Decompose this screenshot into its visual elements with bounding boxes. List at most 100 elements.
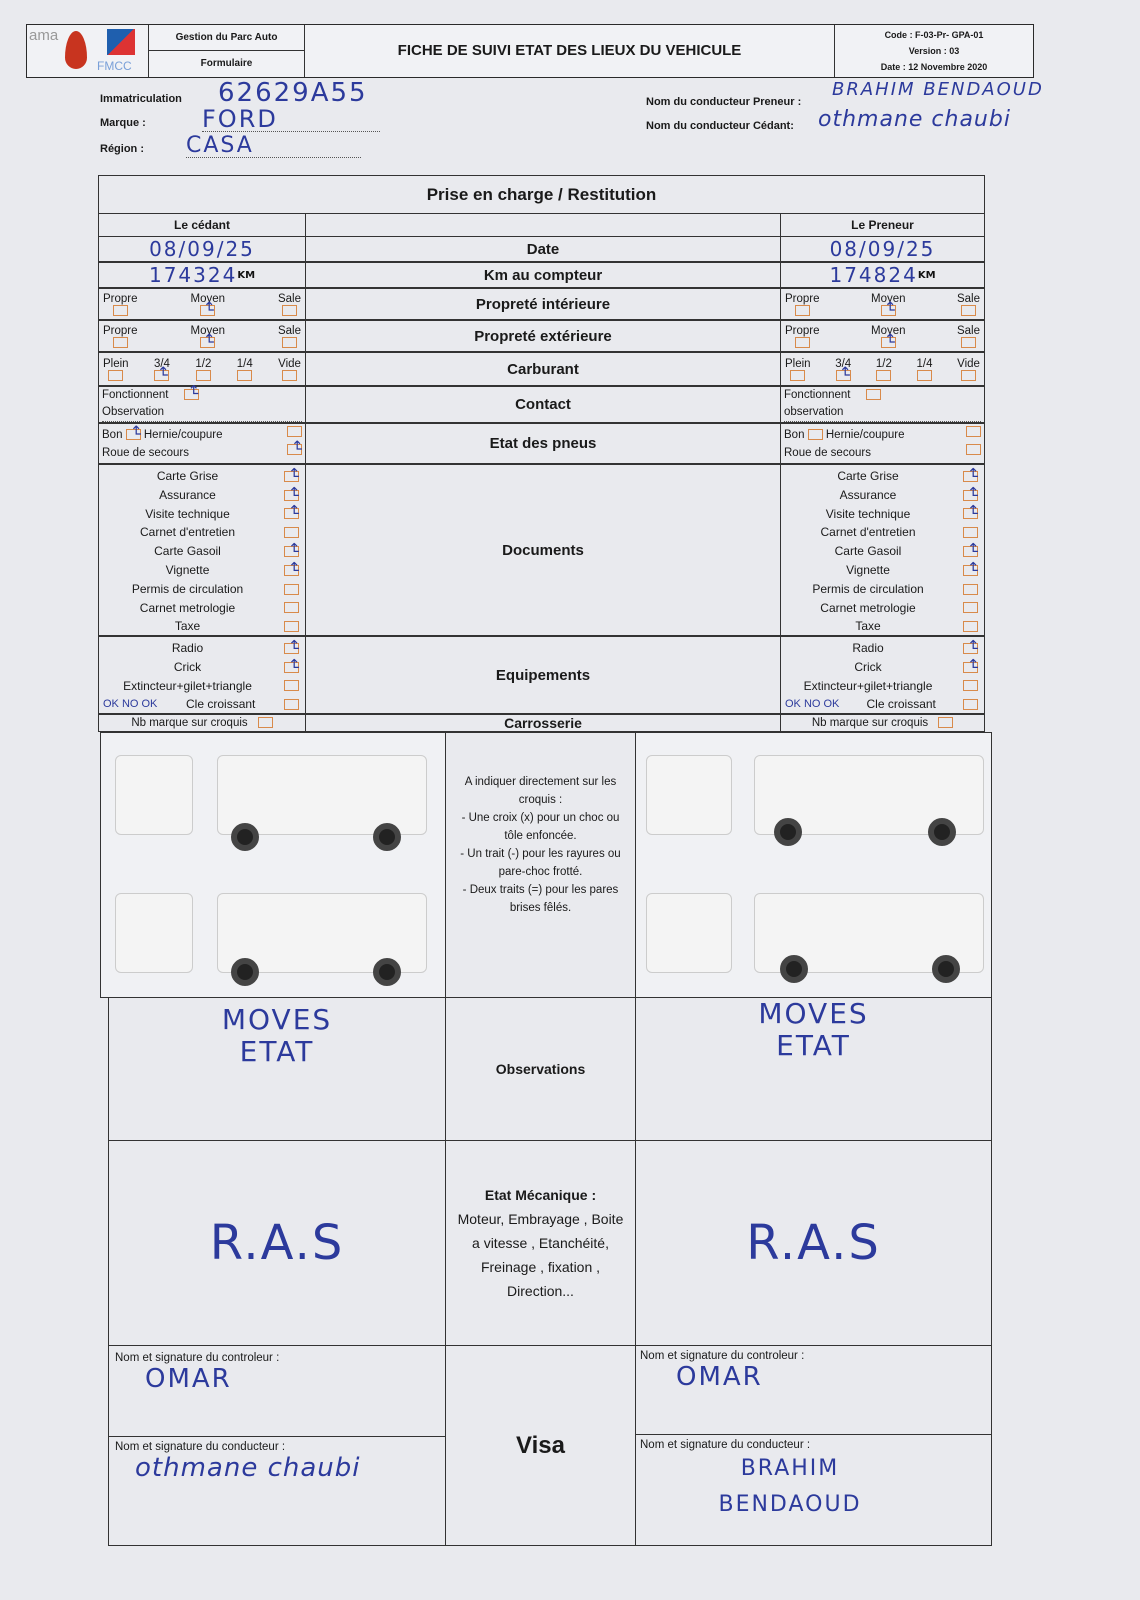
option-Moyen[interactable]: Moyen xyxy=(871,293,906,316)
ctrl-label: Nom et signature du controleur : xyxy=(640,1350,805,1362)
option-Plein[interactable]: Plein xyxy=(785,358,811,381)
checkbox[interactable] xyxy=(200,304,216,316)
option-1/2[interactable]: 1/2 xyxy=(195,358,211,381)
checkbox[interactable] xyxy=(281,304,297,316)
checkbox[interactable] xyxy=(284,661,299,673)
option-Sale[interactable]: Sale xyxy=(957,293,980,316)
option-Plein[interactable]: Plein xyxy=(103,358,129,381)
checkbox[interactable] xyxy=(963,546,978,558)
flag-icon xyxy=(107,29,135,55)
checkbox[interactable] xyxy=(963,621,978,633)
option-Propre[interactable]: Propre xyxy=(103,325,138,348)
checkbox[interactable] xyxy=(284,642,299,654)
checkbox[interactable] xyxy=(112,304,128,316)
checkbox[interactable] xyxy=(284,583,299,595)
sketch-cedant xyxy=(100,732,446,998)
checkbox[interactable] xyxy=(963,680,978,692)
option-Propre[interactable]: Propre xyxy=(103,293,138,316)
nb-marque-checkbox[interactable] xyxy=(938,717,954,728)
checkbox[interactable] xyxy=(284,699,299,711)
fonctionnent-checkbox[interactable] xyxy=(184,389,200,401)
hernie-checkbox[interactable] xyxy=(966,425,981,437)
checkbox[interactable] xyxy=(154,369,170,381)
item-label: Permis de circulation xyxy=(812,581,924,596)
checkbox[interactable] xyxy=(284,508,299,520)
checkbox[interactable] xyxy=(963,470,978,482)
option-Moyen[interactable]: Moyen xyxy=(190,325,225,348)
checkbox[interactable] xyxy=(284,564,299,576)
checkbox[interactable] xyxy=(284,489,299,501)
checkbox[interactable] xyxy=(794,304,810,316)
checkbox[interactable] xyxy=(960,336,976,348)
cedant-date: 08/09/25 xyxy=(98,236,306,262)
checkbox[interactable] xyxy=(284,527,299,539)
checkbox[interactable] xyxy=(880,304,896,316)
nb-marque-checkbox[interactable] xyxy=(257,717,273,728)
instruction: A indiquer directement sur les croquis : xyxy=(464,776,617,806)
checkbox[interactable] xyxy=(284,546,299,558)
checkbox[interactable] xyxy=(963,699,978,711)
checkbox[interactable] xyxy=(963,508,978,520)
checkbox[interactable] xyxy=(963,489,978,501)
option-label: Vide xyxy=(278,357,301,370)
checkbox[interactable] xyxy=(835,369,851,381)
fonctionnent-checkbox[interactable] xyxy=(866,389,882,401)
checkbox[interactable] xyxy=(963,661,978,673)
checkbox[interactable] xyxy=(108,369,124,381)
option-3/4[interactable]: 3/4 xyxy=(835,358,851,381)
checkbox[interactable] xyxy=(963,602,978,614)
checkbox[interactable] xyxy=(284,680,299,692)
option-Vide[interactable]: Vide xyxy=(278,358,301,381)
option-Sale[interactable]: Sale xyxy=(278,325,301,348)
checkbox[interactable] xyxy=(960,304,976,316)
hernie-checkbox[interactable] xyxy=(287,425,302,437)
item-label: Carnet metrologie xyxy=(820,600,916,615)
option-Moyen[interactable]: Moyen xyxy=(871,325,906,348)
checkbox[interactable] xyxy=(282,369,298,381)
checkbox[interactable] xyxy=(237,369,253,381)
roue-checkbox[interactable] xyxy=(287,443,302,455)
list-item: Crick xyxy=(781,658,984,677)
van-front-sketch xyxy=(115,755,193,835)
checkbox[interactable] xyxy=(961,369,977,381)
option-3/4[interactable]: 3/4 xyxy=(154,358,170,381)
option-Vide[interactable]: Vide xyxy=(957,358,980,381)
checkbox[interactable] xyxy=(794,336,810,348)
checkbox[interactable] xyxy=(790,369,806,381)
item-label: Carte Grise xyxy=(837,469,899,483)
checkbox[interactable] xyxy=(963,564,978,576)
bon-checkbox[interactable] xyxy=(125,428,141,440)
item-label: Cle croissant xyxy=(186,697,256,712)
option-Propre[interactable]: Propre xyxy=(785,293,820,316)
option-1/4[interactable]: 1/4 xyxy=(237,358,253,381)
option-Propre[interactable]: Propre xyxy=(785,325,820,348)
option-1/4[interactable]: 1/4 xyxy=(917,358,933,381)
checkbox[interactable] xyxy=(880,336,896,348)
option-1/2[interactable]: 1/2 xyxy=(876,358,892,381)
checkbox[interactable] xyxy=(284,602,299,614)
checkbox[interactable] xyxy=(284,470,299,482)
list-item: Taxe xyxy=(99,617,305,636)
row-label-pint: Propreté intérieure xyxy=(305,288,781,320)
list-item: Taxe xyxy=(781,617,984,636)
checkbox[interactable] xyxy=(200,336,216,348)
checkbox[interactable] xyxy=(281,336,297,348)
meca-label: Etat Mécanique : Moteur, Embrayage , Boi… xyxy=(445,1140,636,1346)
checkbox[interactable] xyxy=(195,369,211,381)
option-Sale[interactable]: Sale xyxy=(957,325,980,348)
checkbox[interactable] xyxy=(963,642,978,654)
checkbox[interactable] xyxy=(284,621,299,633)
checkbox[interactable] xyxy=(963,583,978,595)
doc-meta: Code : F-03-Pr- GPA-01 Version : 03 Date… xyxy=(835,27,1033,75)
option-Moyen[interactable]: Moyen xyxy=(190,293,225,316)
km-unit: KM xyxy=(917,269,936,281)
cedant-contact: Fonctionnent Observation xyxy=(98,386,306,423)
roue-checkbox[interactable] xyxy=(966,443,981,455)
checkbox[interactable] xyxy=(917,369,932,381)
checkbox[interactable] xyxy=(112,336,128,348)
item-label: Carnet d'entretien xyxy=(820,525,916,540)
bon-checkbox[interactable] xyxy=(807,428,823,440)
checkbox[interactable] xyxy=(876,369,892,381)
checkbox[interactable] xyxy=(963,527,978,539)
option-Sale[interactable]: Sale xyxy=(278,293,301,316)
